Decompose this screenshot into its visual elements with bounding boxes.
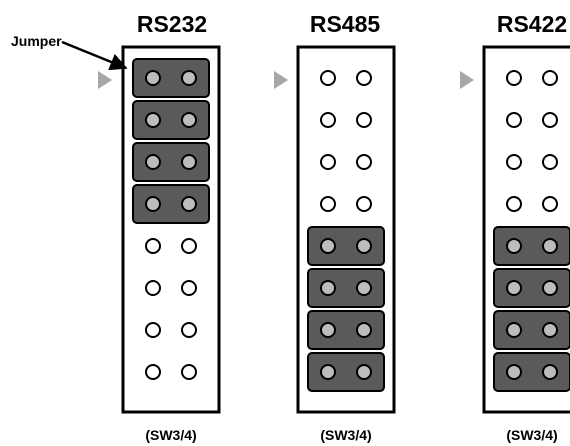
open-pin bbox=[320, 154, 336, 170]
jumper-block-rs232: RS232 (SW3/4) bbox=[98, 11, 221, 443]
jumpered-pin bbox=[145, 196, 161, 212]
pin1-pointer-icon bbox=[98, 71, 112, 89]
jumper-cap bbox=[132, 100, 210, 140]
open-pin bbox=[542, 196, 558, 212]
jumpered-pin bbox=[506, 238, 522, 254]
jumper-block-rs485: RS485 (SW3/4) bbox=[274, 11, 396, 443]
block-caption: (SW3/4) bbox=[320, 427, 371, 443]
open-pin bbox=[542, 70, 558, 86]
open-pin bbox=[506, 112, 522, 128]
jumpered-pin bbox=[320, 280, 336, 296]
jumpered-pin bbox=[320, 364, 336, 380]
block-title: RS485 bbox=[310, 11, 381, 37]
jumper-block-rs422: RS422 (SW3/4) bbox=[460, 11, 570, 443]
block-title: RS232 bbox=[137, 11, 207, 37]
open-pin bbox=[356, 196, 372, 212]
block-caption: (SW3/4) bbox=[145, 427, 196, 443]
open-pin bbox=[181, 238, 197, 254]
jumper-label: Jumper bbox=[11, 33, 62, 49]
jumper-callout-arrow bbox=[61, 40, 128, 71]
open-pin bbox=[181, 280, 197, 296]
open-pin bbox=[181, 322, 197, 338]
open-pin bbox=[542, 112, 558, 128]
pin1-pointer-icon bbox=[460, 71, 474, 89]
jumper-cap bbox=[307, 268, 385, 308]
pin1-pointer-icon bbox=[274, 71, 288, 89]
open-pin bbox=[356, 112, 372, 128]
open-pin bbox=[506, 196, 522, 212]
jumpered-pin bbox=[145, 154, 161, 170]
jumper-cap bbox=[493, 310, 570, 350]
jumpered-pin bbox=[356, 238, 372, 254]
jumpered-pin bbox=[356, 280, 372, 296]
jumpered-pin bbox=[542, 364, 558, 380]
jumper-cap bbox=[307, 352, 385, 392]
jumper-cap bbox=[493, 268, 570, 308]
jumpered-pin bbox=[181, 70, 197, 86]
open-pin bbox=[356, 154, 372, 170]
open-pin bbox=[320, 112, 336, 128]
jumpered-pin bbox=[320, 238, 336, 254]
open-pin bbox=[320, 70, 336, 86]
block-title: RS422 bbox=[497, 11, 567, 37]
jumpered-pin bbox=[506, 364, 522, 380]
jumpered-pin bbox=[145, 70, 161, 86]
open-pin bbox=[181, 364, 197, 380]
jumpered-pin bbox=[181, 112, 197, 128]
jumpered-pin bbox=[181, 154, 197, 170]
jumpered-pin bbox=[542, 280, 558, 296]
jumper-cap bbox=[493, 352, 570, 392]
open-pin bbox=[506, 70, 522, 86]
open-pin bbox=[506, 154, 522, 170]
jumper-cap bbox=[307, 226, 385, 266]
open-pin bbox=[320, 196, 336, 212]
jumper-cap bbox=[493, 226, 570, 266]
open-pin bbox=[145, 364, 161, 380]
blocks-layer: RS232 (SW3/4) RS485 (SW3/4) RS422 (SW3/4) bbox=[98, 11, 570, 443]
jumpered-pin bbox=[506, 322, 522, 338]
jumpered-pin bbox=[145, 112, 161, 128]
jumpered-pin bbox=[356, 322, 372, 338]
open-pin bbox=[145, 280, 161, 296]
block-caption: (SW3/4) bbox=[506, 427, 557, 443]
jumpered-pin bbox=[181, 196, 197, 212]
jumper-cap bbox=[307, 310, 385, 350]
jumpered-pin bbox=[542, 322, 558, 338]
jumper-cap bbox=[132, 58, 210, 98]
open-pin bbox=[145, 322, 161, 338]
jumper-cap bbox=[132, 142, 210, 182]
jumpered-pin bbox=[506, 280, 522, 296]
open-pin bbox=[542, 154, 558, 170]
open-pin bbox=[145, 238, 161, 254]
open-pin bbox=[356, 70, 372, 86]
jumpered-pin bbox=[356, 364, 372, 380]
jumper-cap bbox=[132, 184, 210, 224]
jumpered-pin bbox=[542, 238, 558, 254]
jumpered-pin bbox=[320, 322, 336, 338]
